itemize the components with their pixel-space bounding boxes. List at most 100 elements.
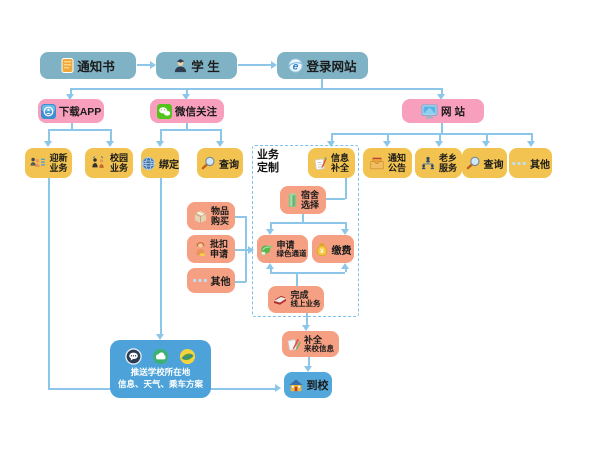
- node-label: 批扣申请: [209, 238, 228, 259]
- connector-line: [71, 123, 73, 129]
- connector-line: [441, 123, 443, 133]
- node-label: 申请绿色通道: [276, 239, 307, 258]
- connector-line: [160, 129, 162, 141]
- node-web-query: 查询: [462, 148, 507, 178]
- people-icon: [90, 156, 107, 170]
- magnifier-icon: [466, 156, 481, 170]
- node-label: 校园业务: [109, 152, 128, 173]
- dots-icon: [511, 160, 527, 167]
- connector-line: [70, 88, 442, 90]
- node-login-website: e 登录网站: [277, 52, 368, 79]
- node-label: 老乡服务: [438, 152, 457, 173]
- node-notice: 通知书: [40, 52, 136, 79]
- arrowhead-down-icon: [156, 141, 164, 147]
- connector-line: [137, 64, 150, 66]
- node-website: 网 站: [402, 99, 484, 123]
- arrowhead-down-icon: [327, 141, 335, 147]
- connector-line: [70, 88, 72, 94]
- business-custom-group: [252, 145, 359, 317]
- connector-line: [270, 222, 272, 229]
- node-label: 物品购买: [210, 205, 229, 226]
- connector-line: [186, 123, 188, 129]
- arrowhead-right-icon: [248, 246, 254, 254]
- arrowhead-down-icon: [182, 94, 190, 100]
- connector-line: [160, 129, 220, 131]
- travel-icon: [179, 348, 196, 365]
- connector-line: [326, 198, 345, 200]
- arrowhead-down-icon: [383, 141, 391, 147]
- magnifier-icon: [201, 156, 216, 170]
- connector-line: [270, 222, 345, 224]
- orgchart-icon: [420, 156, 436, 170]
- connector-line: [186, 88, 188, 94]
- arrowhead-up-icon: [266, 263, 274, 269]
- arrowhead-right-icon: [271, 61, 277, 69]
- box-icon: [193, 210, 208, 223]
- connector-line: [235, 249, 248, 251]
- node-deduct-apply: 批扣申请: [187, 235, 235, 263]
- person-icon: [194, 241, 207, 257]
- arrowhead-up-icon: [341, 263, 349, 269]
- node-label: 迎新业务: [49, 152, 68, 173]
- connector-line: [306, 313, 308, 325]
- student-icon: [173, 58, 188, 73]
- arrowhead-down-icon: [437, 94, 445, 100]
- arrowhead-down-icon: [44, 141, 52, 147]
- connector-line: [110, 129, 112, 141]
- node-label: 宿舍选择: [300, 189, 319, 210]
- arrowhead-down-icon: [482, 141, 490, 147]
- moneybag-icon: ¥: [315, 242, 329, 257]
- connector-line: [331, 133, 333, 141]
- node-pay-fee: ¥ 缴费: [312, 235, 354, 263]
- connector-line: [345, 222, 347, 229]
- arrowhead-down-icon: [156, 334, 164, 340]
- node-app-other: 其他: [187, 268, 235, 293]
- node-label: 通知公告: [387, 152, 406, 173]
- connector-line: [531, 133, 533, 141]
- connector-line: [331, 133, 531, 135]
- document-icon: [61, 58, 74, 73]
- connector-line: [235, 216, 246, 218]
- node-finish-online: 完成线上业务: [268, 286, 324, 313]
- push-info-text: 推送学校所在地 信息、天气、乘车方案: [117, 367, 203, 389]
- house-icon: [288, 378, 304, 392]
- connector-line: [302, 214, 304, 222]
- node-label: 信息补全: [330, 152, 349, 173]
- node-goods-purchase: 物品购买: [187, 202, 235, 230]
- connector-line: [48, 178, 50, 388]
- weather-icon: [152, 348, 169, 365]
- pens-icon: [287, 337, 301, 352]
- node-info-complete: 信息补全: [308, 148, 355, 178]
- globe-icon: [141, 156, 156, 171]
- svg-text:¥: ¥: [320, 248, 324, 255]
- connector-line: [441, 88, 443, 94]
- node-wechat-query: 查询: [197, 148, 243, 178]
- node-welcome-business: 迎新业务: [25, 148, 72, 178]
- dorm-icon: [287, 192, 298, 209]
- connector-line: [296, 272, 298, 286]
- connector-line: [308, 357, 310, 366]
- connector-line: [48, 129, 50, 141]
- node-label: 补全来校信息: [304, 334, 334, 353]
- connector-line: [220, 129, 222, 141]
- svg-text:e: e: [293, 61, 299, 72]
- connector-line: [345, 269, 347, 272]
- connector-line: [270, 272, 345, 274]
- arrowhead-down-icon: [341, 229, 349, 235]
- arrowhead-down-icon: [302, 325, 310, 331]
- node-hometown-service: 老乡服务: [415, 148, 462, 178]
- connector-line: [270, 269, 272, 272]
- node-label: 完成线上业务: [290, 290, 321, 309]
- connector-line: [245, 216, 247, 282]
- wechat-icon: [157, 103, 172, 119]
- arrowhead-down-icon: [435, 141, 443, 147]
- connector-line: [321, 79, 323, 88]
- connector-line: [387, 133, 389, 141]
- inbox-icon: [369, 157, 385, 170]
- arrowhead-right-icon: [150, 61, 156, 69]
- node-push-info: 推送学校所在地 信息、天气、乘车方案: [110, 340, 211, 398]
- node-green-channel: 申请绿色通道: [257, 235, 308, 263]
- connector-line: [345, 178, 347, 199]
- people-list-icon: [29, 156, 46, 170]
